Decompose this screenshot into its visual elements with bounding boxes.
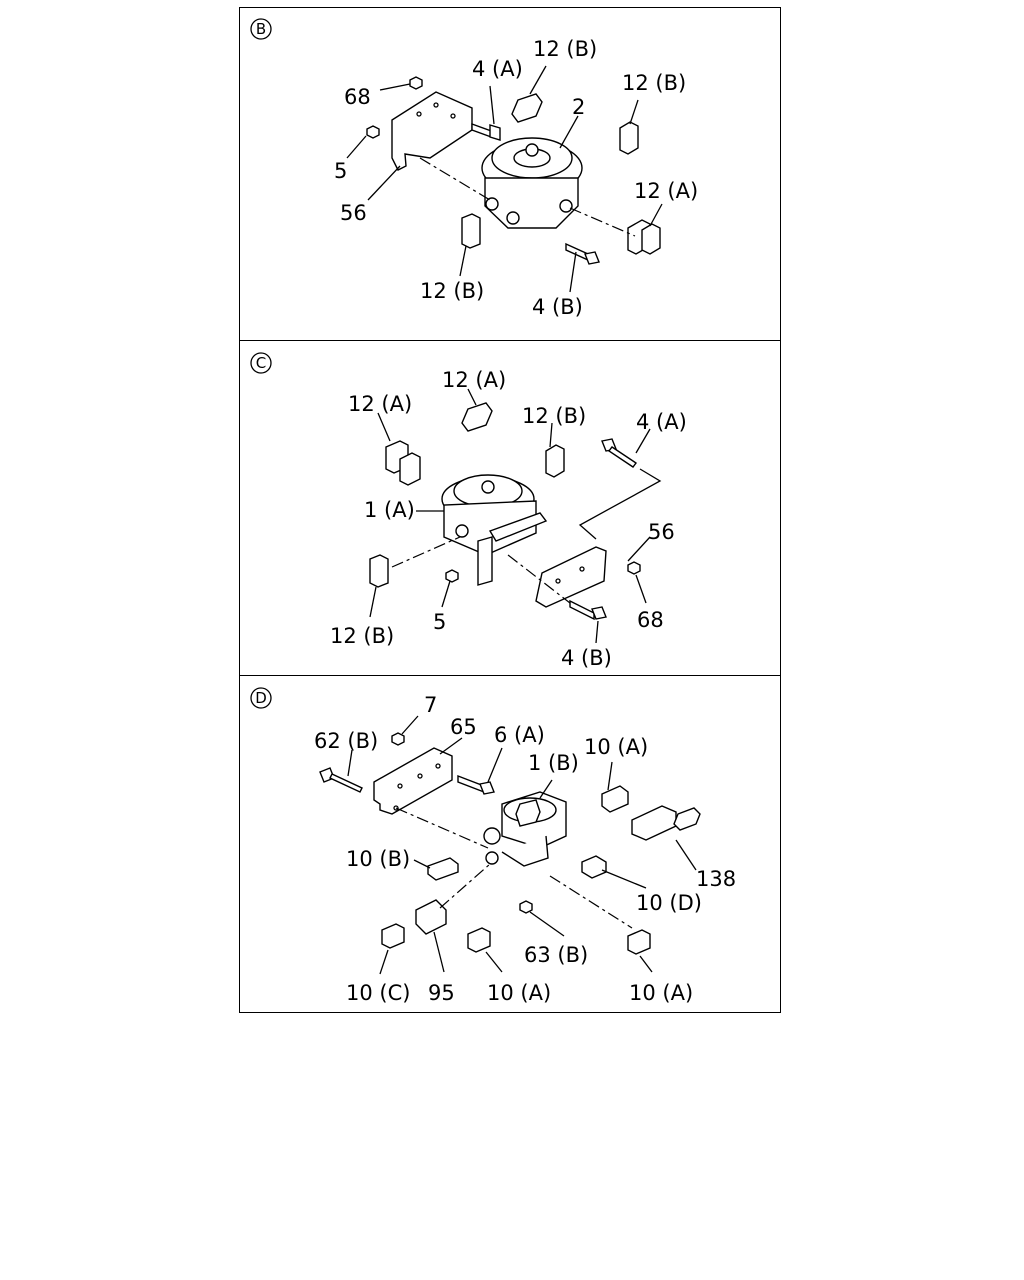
callout-label: 12 (B) bbox=[622, 71, 686, 95]
callout-label: 65 bbox=[450, 715, 477, 739]
callout-label: 95 bbox=[428, 981, 455, 1005]
callout-label: 10 (C) bbox=[346, 981, 410, 1005]
callout-label: 5 bbox=[433, 610, 446, 634]
callout-labels: 12 (A) 12 (A) 12 (B) 4 (A) 1 (A) 56 12 (… bbox=[330, 368, 687, 670]
callout-label: 68 bbox=[344, 85, 371, 109]
callout-label: 4 (B) bbox=[561, 646, 612, 670]
panel-marker: B bbox=[250, 18, 272, 40]
callout-label: 10 (A) bbox=[584, 735, 648, 759]
callout-label: 68 bbox=[637, 608, 664, 632]
callout-label: 12 (B) bbox=[330, 624, 394, 648]
panel-marker-letter: C bbox=[256, 354, 266, 372]
part-drawing bbox=[319, 715, 701, 975]
callout-label: 10 (D) bbox=[636, 891, 702, 915]
callout-label: 62 (B) bbox=[314, 729, 378, 753]
panel-d: D bbox=[239, 675, 781, 1013]
panel-marker: D bbox=[250, 687, 272, 709]
callout-label: 2 bbox=[572, 95, 585, 119]
callout-label: 12 (A) bbox=[348, 392, 412, 416]
callout-label: 12 (B) bbox=[533, 37, 597, 61]
callout-label: 56 bbox=[340, 201, 367, 225]
callout-label: 4 (A) bbox=[472, 57, 523, 81]
callout-label: 56 bbox=[648, 520, 675, 544]
panel-marker-letter: D bbox=[255, 689, 267, 707]
callout-label: 4 (B) bbox=[532, 295, 583, 319]
callout-label: 12 (B) bbox=[420, 279, 484, 303]
callout-label: 10 (B) bbox=[346, 847, 410, 871]
callout-label: 12 (B) bbox=[522, 404, 586, 428]
callout-label: 63 (B) bbox=[524, 943, 588, 967]
callout-label: 1 (A) bbox=[364, 498, 415, 522]
callout-label: 1 (B) bbox=[528, 751, 579, 775]
callout-label: 12 (A) bbox=[442, 368, 506, 392]
callout-label: 10 (A) bbox=[629, 981, 693, 1005]
callout-label: 7 bbox=[424, 693, 437, 717]
callout-label: 12 (A) bbox=[634, 179, 698, 203]
callout-labels: 7 62 (B) 65 6 (A) 1 (B) 10 (A) 10 (B) 13… bbox=[314, 693, 736, 1005]
panel-marker: C bbox=[250, 352, 272, 374]
panel-b: B bbox=[239, 7, 781, 341]
callout-label: 10 (A) bbox=[487, 981, 551, 1005]
callout-label: 138 bbox=[696, 867, 736, 891]
callout-label: 6 (A) bbox=[494, 723, 545, 747]
panel-c: C bbox=[239, 341, 781, 676]
part-drawing bbox=[369, 388, 662, 644]
panel-marker-letter: B bbox=[256, 20, 266, 38]
part-drawing bbox=[346, 65, 663, 293]
callout-label: 5 bbox=[334, 159, 347, 183]
callout-label: 4 (A) bbox=[636, 410, 687, 434]
callout-labels: 68 4 (A) 12 (B) 2 12 (B) 5 56 12 (A) 12 … bbox=[334, 37, 698, 319]
parts-diagram: B bbox=[239, 7, 783, 1013]
